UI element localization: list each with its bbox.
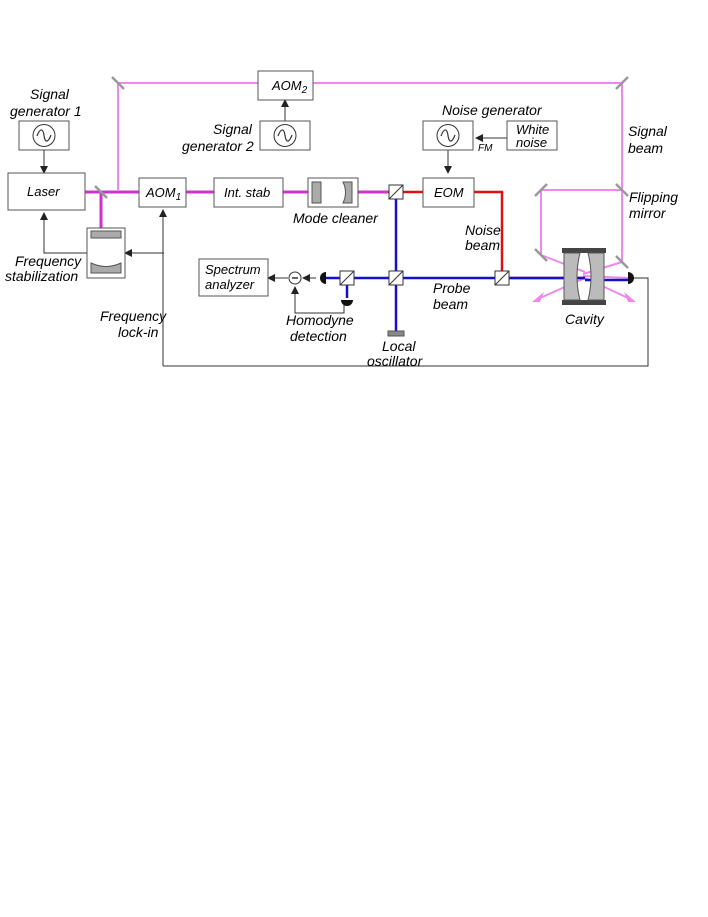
aom2-box: AOM2 (257, 70, 314, 101)
svg-text:Noise: Noise (465, 222, 501, 238)
svg-text:Frequency: Frequency (100, 308, 167, 324)
sine-icon (440, 129, 456, 142)
svg-text:AOM1: AOM1 (145, 185, 181, 203)
svg-text:stabilization: stabilization (5, 268, 78, 284)
svg-text:lock-in: lock-in (118, 324, 159, 340)
beamsplitter-homodyne (339, 270, 355, 286)
svg-text:Noise generator: Noise generator (442, 102, 543, 118)
text-labels: Signal generator 1 Signal generator 2 No… (5, 86, 678, 369)
photodetectors (320, 272, 634, 306)
svg-text:Spectrum: Spectrum (205, 262, 261, 277)
white-noise-box: White noise (506, 120, 558, 151)
detector-bottom (341, 300, 353, 306)
svg-text:Laser: Laser (27, 184, 60, 199)
spectrum-analyzer-box: Spectrum analyzer (198, 258, 269, 297)
svg-text:generator 1: generator 1 (10, 103, 82, 119)
svg-text:FM: FM (478, 143, 493, 154)
svg-text:Probe: Probe (433, 280, 471, 296)
svg-text:Flipping: Flipping (629, 189, 678, 205)
beamsplitter-noise (494, 270, 510, 286)
svg-text:Homodyne: Homodyne (286, 312, 354, 328)
svg-text:Signal: Signal (213, 121, 253, 137)
svg-text:Signal: Signal (628, 123, 668, 139)
int-stab-box: Int. stab (213, 177, 284, 208)
sine-icon (36, 129, 52, 142)
svg-text:EOM: EOM (434, 185, 464, 200)
detector-right (628, 272, 634, 284)
beamsplitter-probe (388, 270, 404, 286)
cavity (562, 248, 606, 305)
laser-box: Laser (7, 172, 86, 211)
svg-text:beam: beam (465, 237, 500, 253)
beamsplitter-mode-cleaner (388, 184, 404, 200)
signal-wires (40, 99, 649, 367)
svg-text:noise: noise (516, 135, 547, 150)
output-arrows (532, 292, 636, 302)
svg-text:mirror: mirror (629, 205, 667, 221)
svg-text:detection: detection (290, 328, 347, 344)
svg-text:beam: beam (628, 140, 663, 156)
subtractor-icon (288, 271, 302, 285)
svg-text:beam: beam (433, 296, 468, 312)
svg-text:AOM2: AOM2 (271, 78, 308, 96)
laser-pickoff-mirror (94, 185, 108, 199)
sine-icon (277, 129, 293, 142)
aom1-box: AOM1 (138, 177, 187, 208)
svg-text:Int. stab: Int. stab (224, 185, 270, 200)
svg-text:generator 2: generator 2 (182, 138, 254, 154)
local-oscillator-mirror (387, 330, 405, 337)
svg-text:Cavity: Cavity (565, 311, 605, 327)
svg-text:Signal: Signal (30, 86, 70, 102)
frequency-stabilization-cavity (86, 227, 126, 279)
signal-generator-2-box (259, 120, 311, 151)
beamsplitters (339, 184, 510, 286)
svg-text:oscillator: oscillator (367, 353, 424, 369)
signal-mirrors (111, 76, 629, 269)
svg-text:Frequency: Frequency (15, 253, 82, 269)
svg-text:analyzer: analyzer (205, 277, 255, 292)
mode-cleaner-box (307, 177, 359, 208)
detector-left (320, 272, 326, 284)
svg-text:Mode cleaner: Mode cleaner (293, 210, 379, 226)
eom-box: EOM (422, 177, 475, 208)
svg-text:White: White (516, 122, 549, 137)
signal-generator-1-box (18, 120, 70, 151)
svg-text:Local: Local (382, 338, 416, 354)
noise-generator-box (422, 120, 474, 151)
